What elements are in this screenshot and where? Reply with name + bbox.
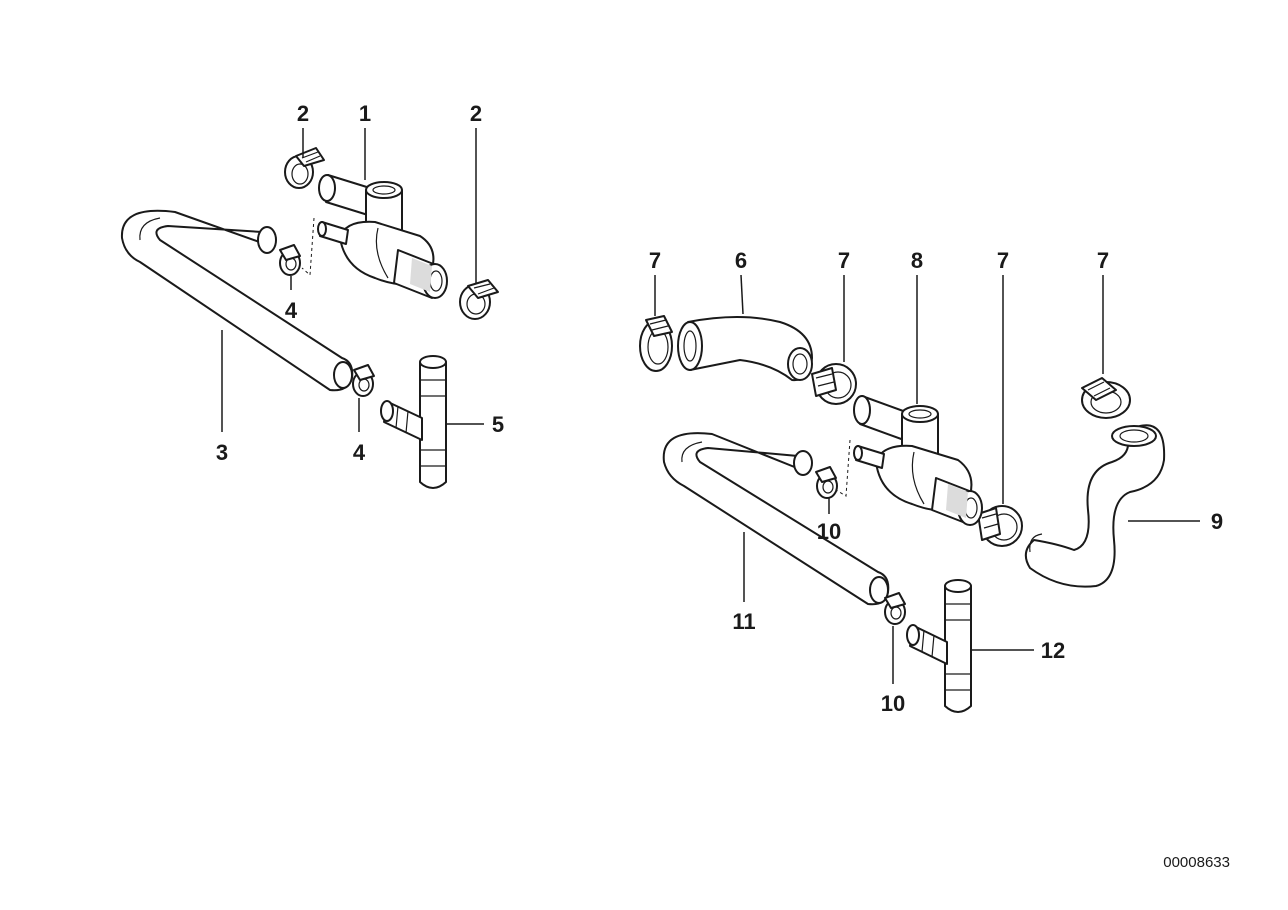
callout-4-upper: 4	[285, 298, 298, 323]
part-10-small-clamp-lower	[884, 592, 906, 625]
part-12-t-connector	[906, 579, 972, 713]
callout-labels: 1 2 2 3 4 4 5 6 7 7 7 7 8 9 10 10 11 12	[216, 101, 1223, 716]
part-5-t-connector	[380, 355, 447, 489]
part-9-s-hose	[1024, 424, 1166, 588]
callout-10-lower: 10	[881, 691, 905, 716]
callout-8: 8	[911, 248, 923, 273]
figure-code: 00008633	[1163, 854, 1230, 871]
part-7-hose-clamp-b	[811, 363, 857, 405]
callout-5: 5	[492, 412, 504, 437]
part-10-small-clamp-upper	[815, 466, 838, 499]
callout-12: 12	[1041, 638, 1065, 663]
callout-7-b: 7	[838, 248, 850, 273]
part-7-hose-clamp-c	[977, 505, 1023, 547]
part-2-hose-clamp-upper	[284, 147, 325, 189]
callout-11: 11	[732, 609, 755, 634]
alignment-line	[301, 217, 315, 277]
callout-9: 9	[1211, 509, 1223, 534]
part-8-check-valve	[853, 395, 983, 526]
part-4-small-clamp-upper	[279, 244, 301, 276]
part-7-hose-clamp-d	[1081, 377, 1131, 419]
callout-4-lower: 4	[353, 440, 366, 465]
part-6-curved-hose	[677, 316, 813, 382]
part-2-hose-clamp-lower	[459, 279, 499, 320]
callout-7-a: 7	[649, 248, 661, 273]
leader-lines-left	[221, 128, 484, 432]
leader-lines-right	[654, 274, 1200, 684]
callout-2-upper: 2	[297, 101, 309, 126]
part-4-small-clamp-lower	[352, 364, 375, 397]
callout-2-lower: 2	[470, 101, 482, 126]
part-7-hose-clamp-a	[639, 315, 673, 372]
callout-1: 1	[359, 101, 371, 126]
callout-10-upper: 10	[817, 519, 841, 544]
part-3-u-hose	[120, 209, 354, 392]
callout-3: 3	[216, 440, 228, 465]
callout-6: 6	[735, 248, 747, 273]
callout-7-d: 7	[1097, 248, 1109, 273]
callout-7-c: 7	[997, 248, 1009, 273]
alignment-line	[835, 439, 851, 497]
part-1-check-valve	[317, 174, 448, 299]
part-11-u-hose	[662, 432, 890, 606]
